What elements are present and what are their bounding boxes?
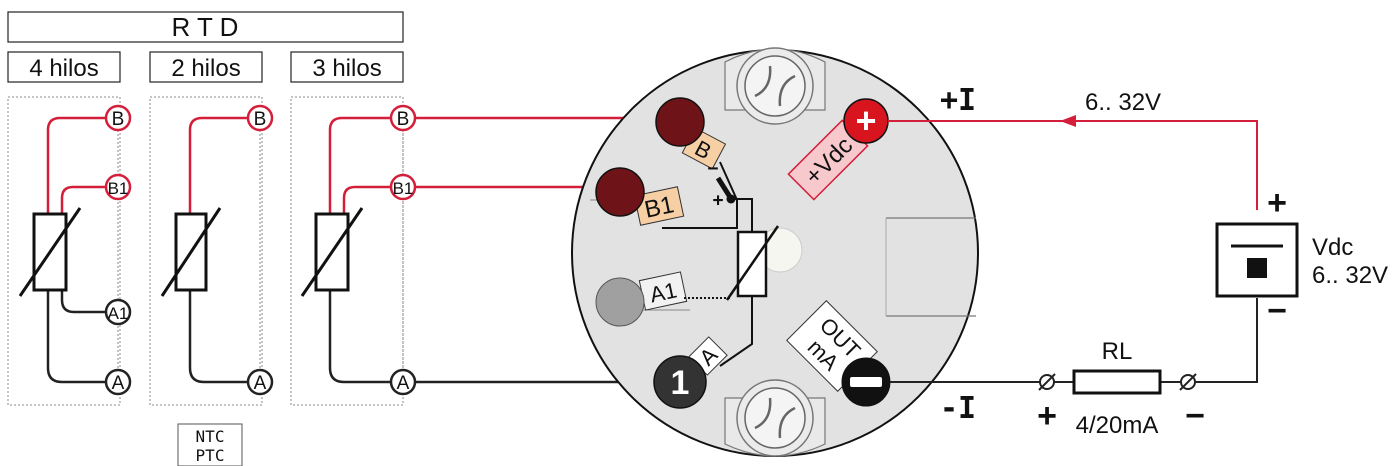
ptc-label: PTC	[196, 446, 225, 465]
terminal-a1-4-wire: A1	[104, 298, 132, 326]
terminal-b1-4-wire: B1	[104, 173, 132, 201]
config-label-4-wire: 4 hilos	[29, 55, 98, 82]
rtd-2-wire-circuit: B A	[160, 104, 274, 396]
screw-top-icon	[724, 47, 826, 125]
terminal-b-4-wire: B	[104, 104, 132, 132]
svg-text:A1: A1	[648, 277, 680, 307]
config-label-3-wire: 3 hilos	[312, 55, 381, 82]
rl-resistor	[1072, 369, 1162, 395]
terminal-a-4-wire: A	[104, 368, 132, 396]
internal-plus: +	[713, 190, 724, 211]
power-supply: + − Vdc 6.. 32V	[1215, 184, 1388, 330]
vdc-plus-terminal: +	[843, 98, 889, 144]
rtd-resistor-3-wire	[314, 212, 350, 292]
svg-text:B: B	[254, 109, 267, 130]
rtd-title: R T D	[172, 12, 239, 42]
psu-plus: +	[1267, 184, 1287, 222]
supply-range-label: 6.. 32V	[1085, 89, 1161, 116]
load-minus: −	[1185, 397, 1205, 435]
terminal-screw-b	[655, 97, 705, 147]
psu-range: 6.. 32V	[1312, 262, 1388, 289]
screw-bottom-icon	[724, 379, 826, 457]
plus-i-label: +I	[940, 83, 976, 118]
svg-text:B: B	[112, 109, 125, 130]
pin-label-a1: A1	[638, 271, 688, 311]
internal-minus: −	[708, 158, 719, 179]
terminal-screw-b1	[595, 167, 645, 217]
svg-text:B1: B1	[393, 179, 414, 198]
config-box-3-wire	[290, 51, 404, 83]
config-box-4-wire	[7, 51, 121, 83]
terminal-screw-a1	[595, 277, 645, 327]
panel-4-wire	[7, 96, 121, 406]
load-plus: +	[1037, 397, 1057, 435]
panel-2-wire	[149, 96, 263, 406]
svg-text:A: A	[112, 373, 125, 394]
rl-label: RL	[1102, 338, 1133, 365]
ntc-label: NTC	[196, 427, 225, 446]
terminal-b1-3-wire: B1	[389, 173, 417, 201]
rtd-resistor-4-wire	[32, 212, 68, 292]
svg-text:+: +	[855, 100, 876, 141]
load-resistor: RL + 4/20mA −	[1037, 338, 1205, 439]
psu-minus: −	[1267, 292, 1287, 330]
wire-supply-positive	[888, 120, 1258, 210]
psu-label: Vdc	[1312, 234, 1353, 261]
terminal-a-3-wire: A	[389, 368, 417, 396]
transmitter-head: B B1 A1 A + − +Vdc	[571, 47, 979, 457]
rtd-title-box	[7, 11, 404, 43]
ntc-ptc-box	[177, 423, 243, 466]
current-range-label: 4/20mA	[1076, 412, 1159, 439]
svg-text:B1: B1	[108, 179, 129, 198]
minus-i-label: -I	[940, 391, 976, 426]
terminal-a-2-wire: A	[246, 368, 274, 396]
terminal-b-2-wire: B	[246, 104, 274, 132]
svg-text:1: 1	[671, 364, 690, 402]
svg-text:B: B	[397, 109, 410, 130]
out-minus-terminal	[841, 357, 891, 407]
svg-text:A1: A1	[108, 304, 129, 323]
current-arrow-icon	[1060, 115, 1076, 127]
rtd-3-wire-circuit	[300, 116, 404, 384]
pin-label-b1: B1	[633, 186, 685, 226]
terminal-b-3-wire: B	[389, 104, 417, 132]
config-label-2-wire: 2 hilos	[171, 55, 240, 82]
svg-text:A: A	[254, 373, 267, 394]
config-box-2-wire	[149, 51, 263, 83]
terminal-screw-1: 1	[653, 355, 707, 409]
svg-text:B1: B1	[642, 191, 676, 224]
svg-text:A: A	[397, 373, 410, 394]
rtd-4-wire-circuit: B B1 A1 A	[18, 104, 132, 396]
